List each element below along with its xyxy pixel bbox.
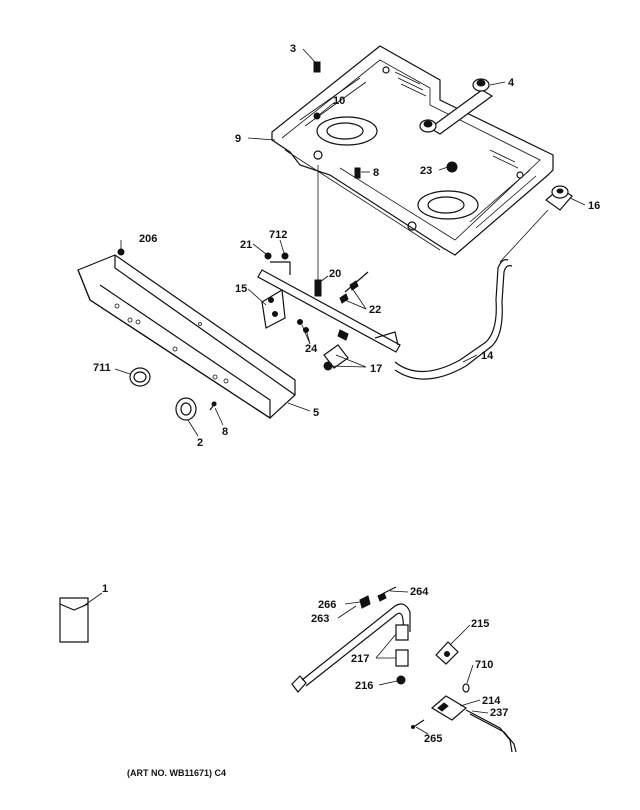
screw-part-265 (411, 719, 425, 729)
screw-part-24 (297, 319, 309, 333)
control-panel-part-5 (77, 254, 296, 420)
screw-part-8-top (354, 167, 361, 179)
label-216: 216 (355, 680, 373, 692)
connector-part-22 (339, 271, 369, 304)
screw-part-8-bottom (209, 401, 217, 411)
art-number-caption: (ART NO. WB11671) C4 (127, 768, 226, 778)
label-263: 263 (311, 613, 329, 625)
tube-assembly-part-263 (291, 603, 411, 693)
label-20: 20 (329, 268, 341, 280)
label-15: 15 (235, 283, 247, 295)
nut-part-216 (396, 675, 406, 685)
part-labels: 3 4 10 9 8 23 16 206 21 712 20 15 22 24 … (93, 43, 600, 778)
label-214: 214 (482, 695, 501, 707)
label-14: 14 (481, 350, 494, 362)
label-23: 23 (420, 165, 432, 177)
label-711: 711 (93, 362, 111, 374)
supply-tube-part-14 (394, 209, 549, 380)
tube-part-20 (314, 165, 322, 297)
label-4: 4 (508, 77, 515, 89)
label-10: 10 (333, 95, 345, 107)
label-8-bottom: 8 (222, 426, 228, 438)
screw-part-712 (281, 252, 289, 260)
leader-lines (81, 48, 586, 735)
literature-part-1 (59, 597, 89, 643)
bracket-part-215 (435, 641, 459, 665)
label-9: 9 (235, 133, 241, 145)
capillary-part-237 (465, 709, 517, 753)
label-16: 16 (588, 200, 600, 212)
screw-part-3 (313, 61, 321, 73)
knob-part-2 (175, 397, 197, 421)
burner-box-tray (271, 45, 554, 256)
label-237: 237 (490, 707, 508, 719)
label-266: 266 (318, 599, 336, 611)
label-264: 264 (410, 586, 429, 598)
label-24: 24 (305, 343, 318, 355)
label-8-top: 8 (373, 167, 379, 179)
label-2: 2 (197, 437, 203, 449)
valve-part-17 (323, 329, 349, 371)
clip-part-266 (359, 595, 371, 609)
valve-bracket-part-15 (261, 289, 286, 329)
label-21: 21 (240, 239, 252, 251)
knob-part-711 (129, 367, 151, 387)
label-710: 710 (475, 659, 493, 671)
screw-part-21 (264, 252, 272, 260)
label-17: 17 (370, 363, 382, 375)
burner-bracket-part-4 (419, 78, 494, 135)
label-265: 265 (424, 733, 442, 745)
label-215: 215 (471, 618, 489, 630)
grommet-part-23 (446, 161, 458, 173)
label-712: 712 (269, 229, 287, 241)
label-1: 1 (102, 583, 108, 595)
manifold-pipe (257, 261, 401, 353)
screw-part-206 (117, 248, 125, 256)
label-3: 3 (290, 43, 296, 55)
connector-part-264 (377, 586, 397, 602)
label-206: 206 (139, 233, 157, 245)
label-217: 217 (351, 653, 369, 665)
connector-part-217 (395, 624, 409, 667)
elbow-fitting-part-16 (545, 185, 573, 211)
screw-part-710 (462, 683, 470, 693)
thermostat-part-214 (430, 695, 468, 721)
label-22: 22 (369, 304, 381, 316)
screw-part-10 (313, 112, 321, 120)
label-5: 5 (313, 407, 319, 419)
